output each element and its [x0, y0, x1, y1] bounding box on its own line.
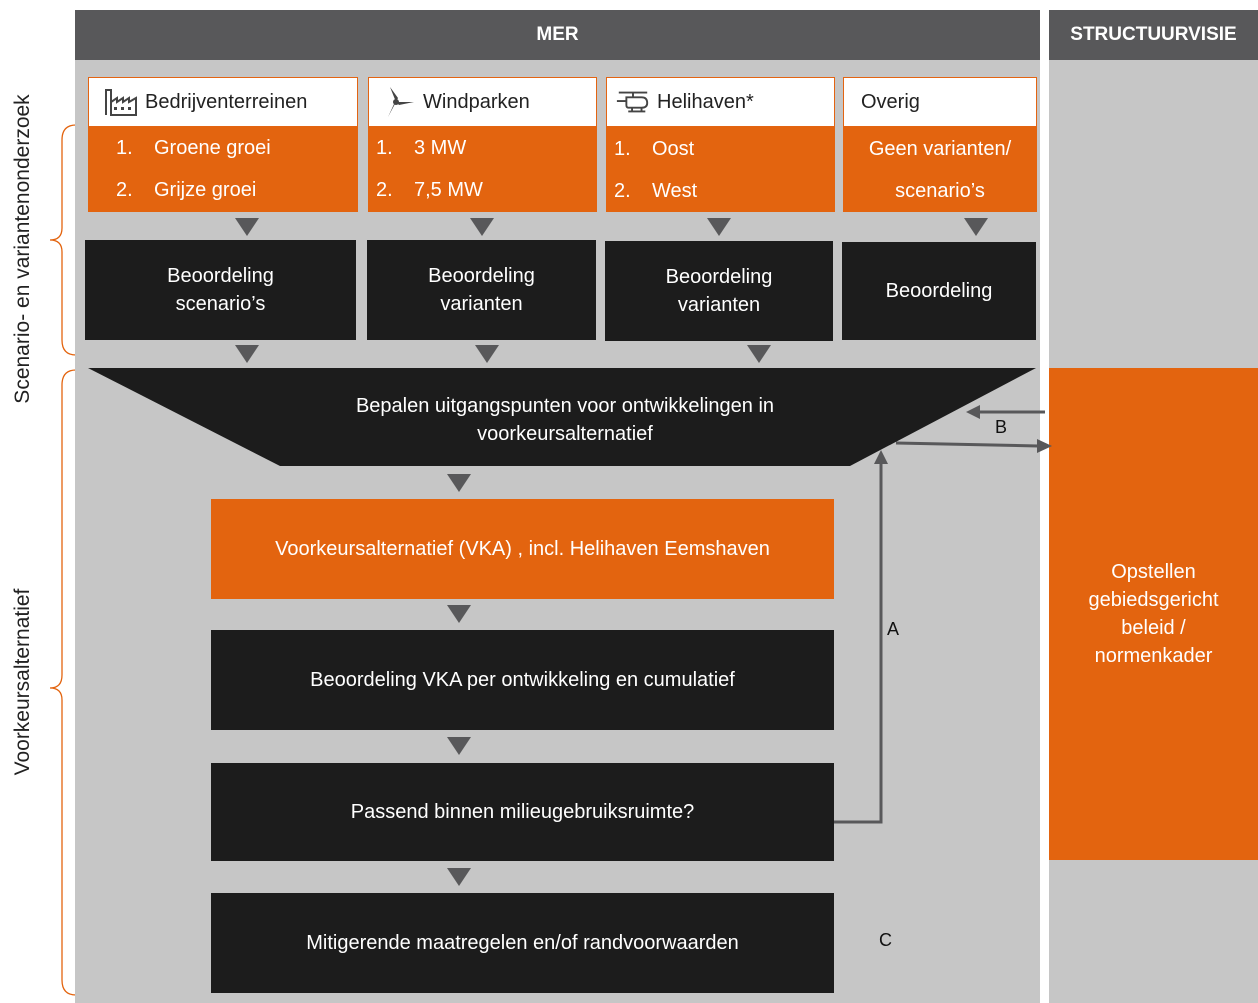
option-1: 1.Groene groei	[116, 137, 271, 159]
options-bedrijventerreinen: 1.Groene groei 2.Grijze groei	[88, 127, 358, 212]
label-c: C	[879, 930, 892, 950]
mer-header: MER	[75, 10, 1040, 60]
assessment-line-2: varianten	[440, 293, 523, 315]
category-title: Helihaven*	[657, 90, 754, 113]
label-a: A	[887, 619, 900, 639]
arrow-down	[747, 345, 771, 363]
step-label: Passend binnen milieugebruiksruimte?	[350, 801, 695, 823]
option-1: 1.3 MW	[376, 137, 467, 159]
options-windparken: 1.3 MW 2.7,5 MW	[368, 127, 597, 212]
arrow-b-out-head	[1037, 439, 1052, 453]
assessment-line-2: scenario’s	[175, 293, 266, 315]
vka-box: Voorkeursalternatief (VKA) , incl. Helih…	[211, 499, 834, 599]
step-beoordeling-vka: Beoordeling VKA per ontwikkeling en cumu…	[211, 630, 834, 730]
arrow-down	[447, 474, 471, 492]
step-label: Beoordeling VKA per ontwikkeling en cumu…	[310, 669, 735, 691]
funnel-line-2: voorkeursalternatief	[477, 423, 653, 445]
arrow-down	[964, 218, 988, 236]
assessment-bedrijventerreinen: Beoordeling scenario’s	[85, 240, 356, 340]
arrow-down	[470, 218, 494, 236]
assessment-line-1: Beoordeling	[885, 280, 993, 302]
category-overig: Overig	[843, 77, 1037, 127]
arrow-a-line	[834, 462, 883, 824]
category-title: Bedrijventerreinen	[145, 90, 308, 113]
arrow-down	[707, 218, 731, 236]
overig-line-2: scenario’s	[895, 180, 985, 202]
options-overig: Geen varianten/ scenario’s	[843, 127, 1037, 212]
arrow-down	[235, 218, 259, 236]
arrow-down	[447, 737, 471, 755]
arrow-a-head	[874, 450, 888, 464]
option-1: 1.Oost	[614, 138, 695, 160]
funnel-text: Bepalen uitgangspunten voor ontwikkeling…	[280, 392, 850, 448]
structuurvisie-line-4: normenkader	[1094, 645, 1213, 667]
structuurvisie-line-3: beleid /	[1121, 617, 1186, 639]
helicopter-icon	[615, 86, 651, 118]
vka-label: Voorkeursalternatief (VKA) , incl. Helih…	[275, 537, 770, 560]
structuurvisie-header: STRUCTUURVISIE	[1049, 10, 1258, 60]
category-bedrijventerreinen: Bedrijventerreinen	[88, 77, 358, 127]
step-label: Mitigerende maatregelen en/of randvoorwa…	[306, 932, 739, 954]
brace-top	[49, 124, 77, 356]
category-title: Overig	[861, 90, 920, 113]
category-helihaven: Helihaven*	[606, 77, 835, 127]
options-helihaven: 1.Oost 2.West	[606, 127, 835, 212]
structuurvisie-box: Opstellen gebiedsgericht beleid / normen…	[1049, 368, 1258, 860]
step-mitigerende: Mitigerende maatregelen en/of randvoorwa…	[211, 893, 834, 993]
structuurvisie-line-1: Opstellen	[1111, 561, 1196, 583]
category-windparken: Windparken	[368, 77, 597, 127]
option-2: 2.Grijze groei	[116, 179, 257, 201]
structuurvisie-line-2: gebiedsgericht	[1088, 589, 1219, 611]
factory-icon	[103, 86, 139, 118]
arrow-b-in-head	[966, 405, 980, 419]
option-2: 2.West	[614, 180, 698, 202]
assessment-line-1: Beoordeling	[428, 265, 535, 287]
assessment-overig: Beoordeling	[842, 242, 1036, 340]
wind-turbine-icon	[381, 86, 417, 118]
arrow-down	[447, 868, 471, 886]
brace-bottom	[49, 369, 77, 996]
assessment-windparken: Beoordeling varianten	[367, 240, 596, 340]
step-passend: Passend binnen milieugebruiksruimte?	[211, 763, 834, 861]
funnel-line-1: Bepalen uitgangspunten voor ontwikkeling…	[355, 395, 775, 417]
assessment-helihaven: Beoordeling varianten	[605, 241, 833, 341]
arrow-down	[235, 345, 259, 363]
arrow-down	[475, 345, 499, 363]
label-b: B	[995, 417, 1008, 437]
funnel-shape	[88, 368, 1036, 466]
category-title: Windparken	[423, 90, 530, 113]
option-2: 2.7,5 MW	[376, 179, 483, 201]
overig-line-1: Geen varianten/	[868, 138, 1012, 160]
assessment-line-1: Beoordeling	[167, 265, 274, 287]
assessment-line-2: varianten	[677, 294, 761, 316]
side-braces	[49, 124, 77, 996]
assessment-line-1: Beoordeling	[665, 266, 773, 288]
arrow-down	[447, 605, 471, 623]
arrow-b-out-line	[895, 441, 1039, 448]
